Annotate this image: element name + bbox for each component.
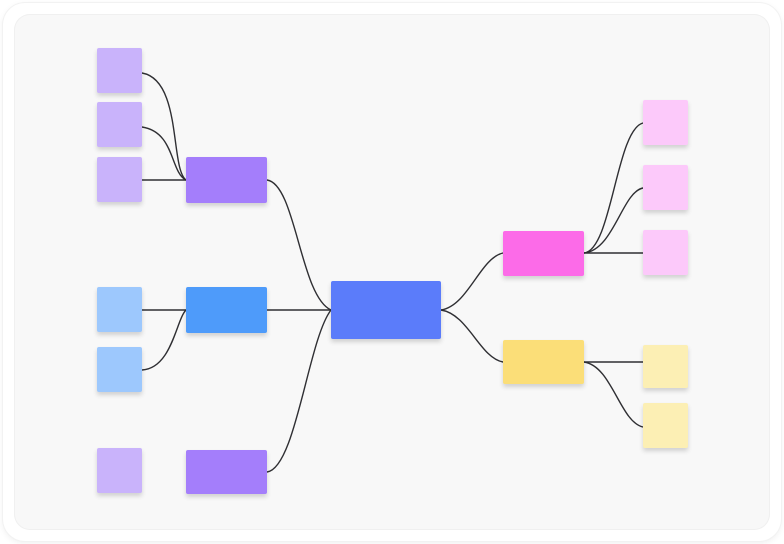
node-branch-magenta[interactable] [503, 231, 584, 276]
node-leaf-yellow-1[interactable] [643, 345, 688, 388]
node-branch-purple[interactable] [186, 157, 267, 203]
node-leaf-pink-2[interactable] [643, 165, 688, 210]
node-branch-blue[interactable] [186, 287, 267, 333]
node-leaf-pink-3[interactable] [643, 230, 688, 275]
node-leaf-purple-3[interactable] [97, 157, 142, 202]
node-leaf-pink-1[interactable] [643, 100, 688, 145]
node-leaf-yellow-2[interactable] [643, 403, 688, 448]
node-branch-purple-2[interactable] [186, 450, 267, 494]
node-layer [14, 14, 770, 530]
node-branch-yellow[interactable] [503, 340, 584, 384]
node-leaf-blue-2[interactable] [97, 347, 142, 392]
node-root[interactable] [331, 281, 441, 339]
node-leaf-purple-4[interactable] [97, 448, 142, 493]
diagram-canvas[interactable] [14, 14, 770, 530]
node-leaf-blue-1[interactable] [97, 287, 142, 332]
node-leaf-purple-1[interactable] [97, 48, 142, 93]
node-leaf-purple-2[interactable] [97, 102, 142, 147]
